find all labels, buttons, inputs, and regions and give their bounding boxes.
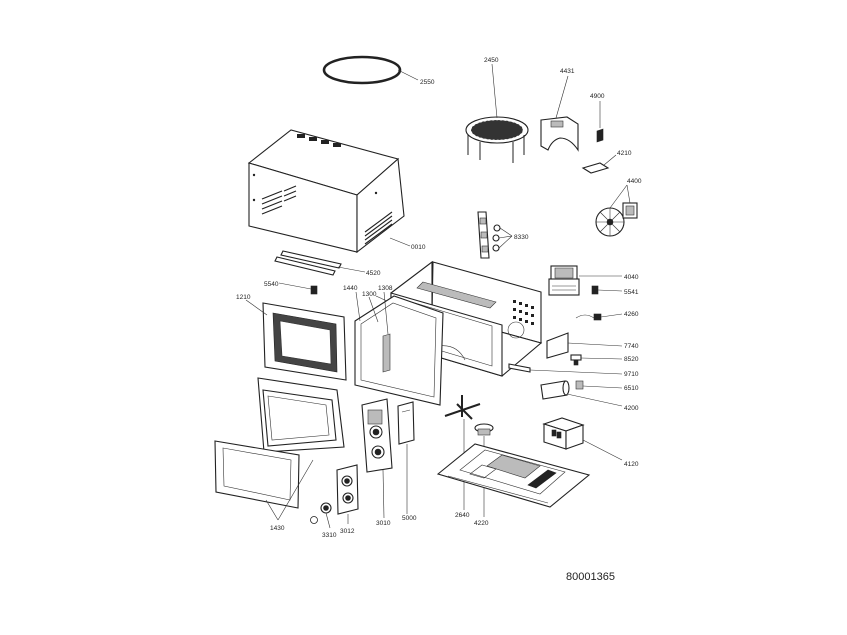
part-4210-plate	[581, 154, 617, 174]
label-3310: 3310	[322, 532, 337, 539]
part-4260-wire	[575, 313, 623, 321]
label-4400: 4400	[627, 178, 642, 185]
part-base-plate	[436, 443, 591, 508]
label-1308: 1308	[378, 285, 393, 292]
label-5541: 5541	[624, 289, 639, 296]
label-4040: 4040	[624, 274, 639, 281]
label-4260: 4260	[624, 311, 639, 318]
label-5540: 5540	[264, 281, 279, 288]
part-7740-plate	[546, 332, 623, 359]
part-8330-harness	[477, 211, 513, 259]
part-9710-bar	[508, 363, 623, 375]
label-4210: 4210	[617, 150, 632, 157]
part-6510-diode	[575, 380, 623, 390]
label-6510: 6510	[624, 385, 639, 392]
document-number: 80001365	[566, 571, 615, 583]
part-5000-board	[397, 401, 415, 514]
label-3010: 3010	[376, 520, 391, 527]
part-5541-clip	[591, 285, 623, 295]
label-3012: 3012	[340, 528, 355, 535]
label-5000: 5000	[402, 515, 417, 522]
part-4431-bracket	[540, 75, 579, 152]
part-5540-clip	[278, 282, 318, 295]
part-0010-outer-cabinet	[247, 129, 411, 254]
part-3010-control-panel	[361, 398, 393, 519]
part-4400-fan-motor	[595, 184, 638, 237]
label-1210: 1210	[236, 294, 251, 301]
label-2450: 2450	[484, 57, 499, 64]
part-3310-knob	[310, 502, 332, 529]
label-2640: 2640	[455, 512, 470, 519]
label-2550: 2550	[420, 79, 435, 86]
label-8330: 8330	[514, 234, 529, 241]
part-door-front-frame	[257, 377, 345, 453]
label-4900: 4900	[590, 93, 605, 100]
part-8520-sensor	[570, 354, 623, 366]
part-1430-door-glass	[214, 440, 314, 521]
label-4120: 4120	[624, 461, 639, 468]
label-1300: 1300	[362, 291, 377, 298]
part-4200-capacitor	[540, 380, 623, 407]
part-1210-inner-door	[245, 299, 347, 381]
part-2550-gasket-ring	[322, 55, 419, 85]
label-7740: 7740	[624, 343, 639, 350]
label-0010: 0010	[411, 244, 426, 251]
label-1430: 1430	[270, 525, 285, 532]
label-4431: 4431	[560, 68, 575, 75]
part-2450-grill-rack	[465, 63, 529, 163]
label-8520: 8520	[624, 356, 639, 363]
part-4120-magnetron	[542, 417, 623, 461]
part-4040-transformer	[548, 265, 622, 296]
label-4200: 4200	[624, 405, 639, 412]
part-3012-knob-plate	[336, 464, 359, 524]
part-1440-door-frame	[354, 291, 444, 406]
label-1440: 1440	[343, 285, 358, 292]
part-4520-rails	[274, 250, 366, 276]
label-9710: 9710	[624, 371, 639, 378]
label-4220: 4220	[474, 520, 489, 527]
part-4900-switch	[596, 101, 604, 143]
label-4520: 4520	[366, 270, 381, 277]
